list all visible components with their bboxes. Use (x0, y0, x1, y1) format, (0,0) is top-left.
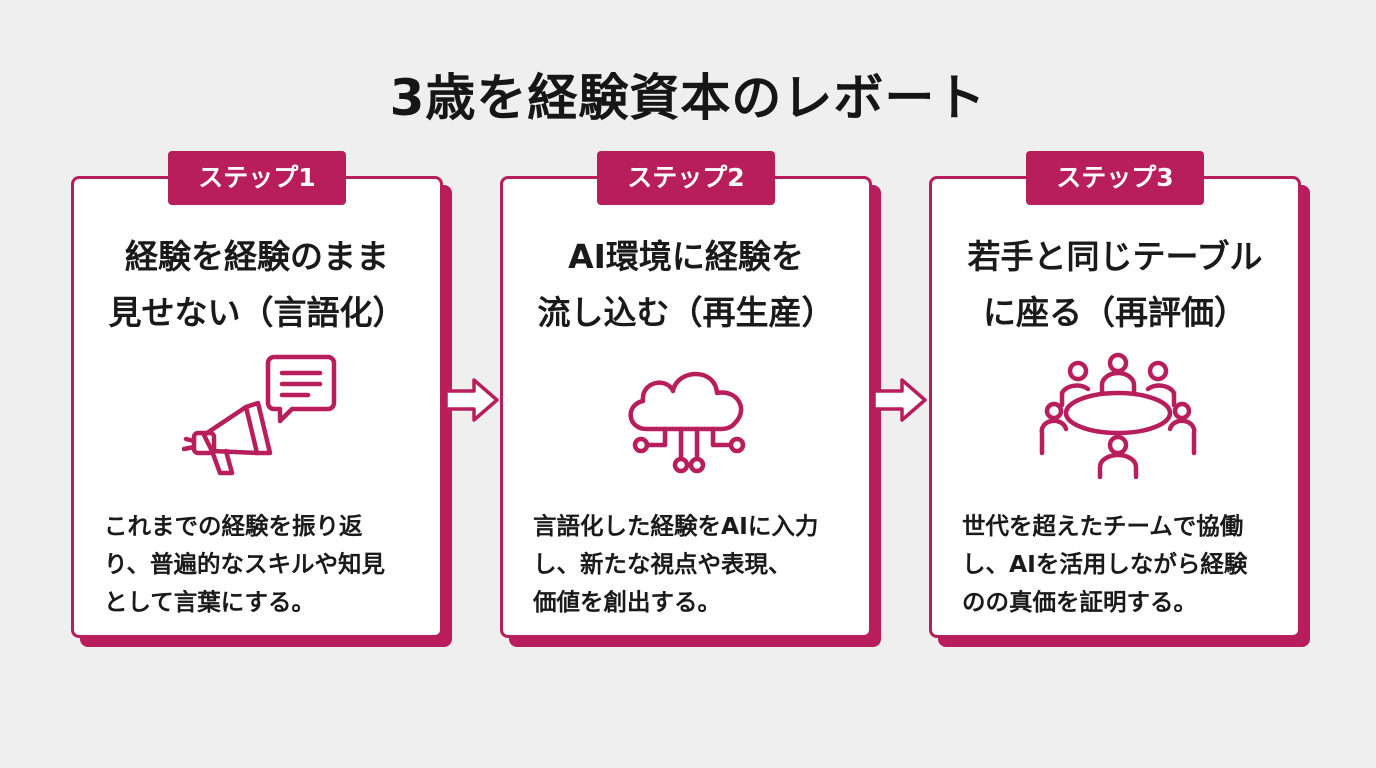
card-box: ステップ2 AI環境に経験を 流し込む（再生産） 言語化した経験をAIに入力 し… (500, 151, 872, 638)
megaphone-speech-bubble-icon (181, 354, 337, 476)
step-description-3: 世代を超えたチームで協働 し、AIを活用しながら経験 のの真価を証明する。 (962, 507, 1278, 621)
text-line: のの真価を証明する。 (962, 588, 1197, 616)
arrow-right-icon (872, 378, 927, 422)
step-heading-3: 若手と同じテーブル に座る（再評価） (942, 229, 1288, 341)
step-description-2: 言語化した経験をAIに入力 し、新たな視点や表現、 価値を創出する。 (533, 507, 849, 621)
text-line: 価値を創出する。 (533, 588, 721, 616)
text-line: 言語化した経験をAIに入力 (533, 512, 819, 540)
step-card-1: ステップ1 経験を経験のまま 見せない（言語化） これまでの経験を振り返 り、普… (71, 151, 452, 647)
heading-line: 経験を経験のまま (125, 237, 389, 276)
text-line: 世代を超えたチームで協働 (962, 512, 1244, 540)
card-box: ステップ1 経験を経験のまま 見せない（言語化） これまでの経験を振り返 り、普… (71, 151, 443, 638)
heading-line: AI環境に経験を (568, 237, 804, 276)
step-heading-1: 経験を経験のまま 見せない（言語化） (84, 229, 430, 341)
arrow-right-icon (444, 378, 499, 422)
meeting-table-icon (1039, 352, 1197, 479)
cloud-network-icon (628, 371, 746, 474)
step-badge-2: ステップ2 (597, 151, 775, 205)
step-badge-1: ステップ1 (168, 151, 346, 205)
text-line: し、AIを活用しながら経験 (962, 550, 1248, 578)
page-title: 3歳を経験資本のレボート (389, 69, 987, 127)
heading-line: 流し込む（再生産） (537, 293, 835, 332)
text-line: し、新たな視点や表現、 (533, 550, 792, 578)
text-line: として言葉にする。 (104, 588, 316, 616)
heading-line: に座る（再評価） (983, 293, 1247, 332)
heading-line: 見せない（言語化） (108, 293, 406, 332)
step-card-3: ステップ3 若手と同じテーブル に座る（再評価） (929, 151, 1310, 647)
text-line: これまでの経験を振り返 (104, 512, 363, 540)
step-card-2: ステップ2 AI環境に経験を 流し込む（再生産） 言語化した経験をAIに入力 し… (500, 151, 881, 647)
step-badge-3: ステップ3 (1026, 151, 1204, 205)
text-line: り、普遍的なスキルや知見 (104, 550, 386, 578)
step-description-1: これまでの経験を振り返 り、普遍的なスキルや知見 として言葉にする。 (104, 507, 420, 621)
heading-line: 若手と同じテーブル (967, 237, 1263, 276)
step-heading-2: AI環境に経験を 流し込む（再生産） (513, 229, 859, 341)
card-box: ステップ3 若手と同じテーブル に座る（再評価） (929, 151, 1301, 638)
